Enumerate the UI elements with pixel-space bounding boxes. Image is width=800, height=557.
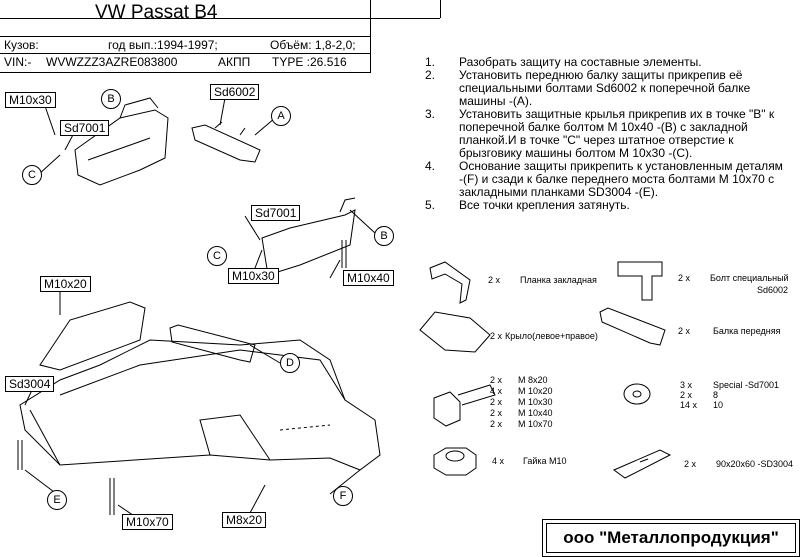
drawing-label: M10x30 — [228, 268, 279, 284]
drawing-label: Sd3004 — [5, 376, 55, 392]
marker-d: D — [280, 353, 300, 373]
instruction-item: 4.Основание защиты прикрепить к установл… — [425, 159, 783, 199]
type-label: TYPE :26.516 — [272, 55, 347, 69]
marker-b: B — [374, 226, 394, 246]
header-divider — [0, 18, 370, 19]
instruction-item: 3.Установить защитные крылья прикрепив и… — [425, 107, 775, 160]
vin-label: VIN:- — [4, 55, 32, 69]
special-bolt-code: Sd6002 — [757, 285, 789, 295]
special-bolt-qty: 2 x — [678, 273, 691, 283]
marker-c: C — [22, 165, 42, 185]
header-box — [0, 0, 371, 73]
transmission-label: АКПП — [218, 55, 251, 69]
marker-f: F — [333, 486, 353, 506]
page-title: VW Passat B4 — [95, 2, 218, 23]
marker-e: E — [47, 490, 67, 510]
strip-spec: 90x20x60 -SD3004 — [716, 459, 794, 469]
drawing-label: Sd6002 — [210, 84, 260, 100]
company-stamp: ооо "Металлопродукция" — [542, 519, 800, 557]
nut-qty: 4 x — [492, 456, 505, 466]
drawing-label: Sd7001 — [251, 205, 301, 221]
special-bolt-name: Болт специальный — [710, 273, 789, 283]
beam-qty: 2 x — [678, 326, 691, 336]
drawing-label: M10x70 — [122, 514, 173, 530]
plate-name: Планка закладная — [520, 275, 597, 285]
header-divider — [0, 36, 370, 37]
strip-qty: 2 x — [684, 459, 697, 469]
drawing-label: M10x20 — [40, 276, 91, 292]
plate-qty: 2 x — [488, 275, 501, 285]
drawing-label: M10x30 — [5, 92, 56, 108]
year-label: год вып.:1994-1997; — [108, 38, 218, 52]
instructions-list: 1.Разобрать защиту на составные элементы… — [425, 56, 785, 212]
top-rule — [440, 0, 441, 18]
instruction-item: 1.Разобрать защиту на составные элементы… — [425, 55, 702, 69]
nut-name: Гайка М10 — [523, 456, 567, 466]
marker-b: B — [101, 89, 121, 109]
drawing-label: M8x20 — [222, 512, 267, 528]
vin-value: WVWZZZ3AZRE083800 — [46, 55, 178, 69]
wing-name: Крыло(левое+правое) — [505, 331, 598, 341]
volume-label: Объём: 1,8-2,0; — [270, 38, 356, 52]
beam-name: Балка передняя — [713, 326, 781, 336]
marker-a: A — [271, 106, 291, 126]
company-name: ооо "Металлопродукция" — [546, 523, 796, 553]
wing-qty: 2 x — [490, 331, 503, 341]
instruction-item: 5.Все точки крепления затянуть. — [425, 198, 630, 212]
header-divider — [0, 53, 370, 54]
top-rule — [370, 18, 440, 19]
marker-c: C — [207, 246, 227, 266]
drawing-label: M10x40 — [343, 270, 394, 286]
body-label: Кузов: — [4, 38, 39, 52]
instruction-item: 2.Установить переднюю балку защиты прикр… — [425, 68, 751, 108]
drawing-label: Sd7001 — [60, 120, 110, 136]
